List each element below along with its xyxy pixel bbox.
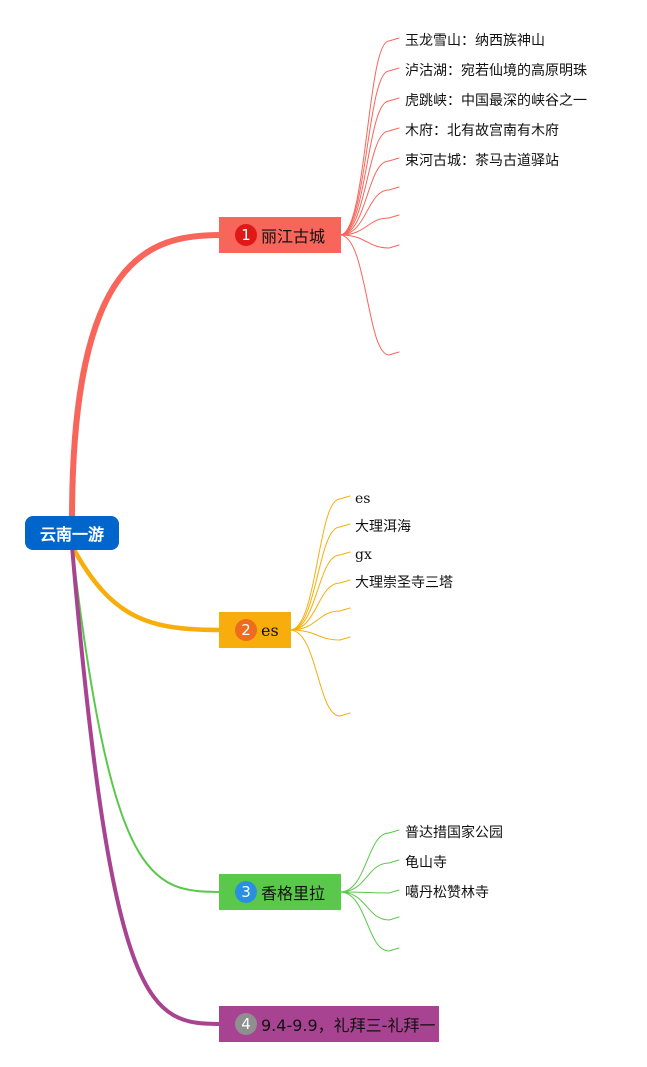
- leaf-connector: [339, 70, 390, 236]
- leaf-connector: [289, 629, 341, 641]
- branch-node-dates[interactable]: 4 9.4-9.9，礼拜三-礼拜一: [219, 1006, 439, 1042]
- leaf-connector: [339, 189, 390, 236]
- branch-node-lijiang[interactable]: 1 丽江古城: [219, 217, 341, 253]
- number-badge-icon: 3: [235, 881, 257, 903]
- leaf-connector: [289, 610, 341, 631]
- root-label: 云南一游: [39, 525, 104, 544]
- leaf-connector: [339, 495, 351, 500]
- leaf-connector: [339, 234, 390, 249]
- leaf-connector: [339, 579, 351, 584]
- leaf-connector: [339, 832, 390, 893]
- branch-label: 香格里拉: [261, 884, 326, 903]
- leaf-connector: [339, 636, 351, 641]
- leaf-connector: [388, 214, 400, 219]
- leaf-connector: [388, 829, 400, 834]
- leaf-connector: [339, 712, 351, 717]
- leaf-connector: [388, 244, 400, 249]
- leaf-connector: [388, 186, 400, 191]
- root-node[interactable]: 云南一游: [25, 516, 119, 550]
- leaf-topic[interactable]: 泸沽湖：宛若仙境的高原明珠: [405, 63, 587, 79]
- branch-label: 9.4-9.9，礼拜三-礼拜一: [261, 1016, 436, 1035]
- leaf-connector: [388, 859, 400, 864]
- leaf-topic[interactable]: 大理洱海: [355, 519, 411, 535]
- leaf-topic[interactable]: 玉龙雪山：纳西族神山: [405, 33, 545, 49]
- leaf-connector: [388, 127, 400, 132]
- leaf-topic[interactable]: 木府：北有故宫南有木府: [405, 123, 559, 139]
- leaf-connector: [289, 554, 341, 631]
- branch-connector: [69, 543, 224, 633]
- leaf-connector: [339, 551, 351, 556]
- leaf-connector: [388, 947, 400, 952]
- leaf-topic[interactable]: gx: [355, 547, 372, 563]
- leaf-connector: [339, 100, 390, 236]
- leaf-connector: [339, 891, 390, 921]
- leaf-connector: [339, 891, 390, 952]
- branch-node-shangrila[interactable]: 3 香格里拉: [219, 874, 341, 910]
- leaf-connector: [388, 889, 400, 894]
- leaf-connector: [388, 37, 400, 42]
- leaf-connector: [339, 862, 390, 893]
- branch-label: 丽江古城: [261, 227, 326, 246]
- leaf-connector: [339, 523, 351, 528]
- leaf-topic[interactable]: 龟山寺: [405, 855, 447, 871]
- branch-connector: [69, 232, 224, 523]
- number-badge-icon: 4: [235, 1013, 257, 1035]
- leaf-connector: [339, 607, 351, 612]
- leaf-connector: [388, 351, 400, 356]
- leaf-connector: [388, 916, 400, 921]
- leaf-connector: [339, 40, 390, 236]
- branch-label: es: [261, 620, 279, 640]
- leaf-connector: [289, 526, 341, 631]
- number-badge-icon: 1: [235, 224, 257, 246]
- leaf-connector: [289, 498, 341, 631]
- leaf-connector: [289, 582, 341, 631]
- leaf-connector: [388, 157, 400, 162]
- leaf-connector: [339, 217, 390, 236]
- leaf-connector: [339, 130, 390, 236]
- leaf-connector: [289, 629, 341, 717]
- leaf-topic[interactable]: es: [355, 491, 371, 507]
- leaf-connector: [388, 67, 400, 72]
- leaf-topic[interactable]: 束河古城：茶马古道驿站: [405, 153, 559, 169]
- leaf-connector: [339, 160, 390, 236]
- leaf-topic[interactable]: 虎跳峡：中国最深的峡谷之一: [405, 93, 587, 109]
- leaf-topic[interactable]: 噶丹松赞林寺: [405, 885, 489, 901]
- branch-node-es[interactable]: 2 es: [219, 612, 291, 648]
- number-badge-icon: 2: [235, 619, 257, 641]
- branch-connector: [71, 545, 222, 893]
- leaf-connector: [388, 97, 400, 102]
- leaf-topic[interactable]: 普达措国家公园: [405, 825, 503, 841]
- leaf-topic[interactable]: 大理崇圣寺三塔: [355, 575, 453, 591]
- leaf-connector: [339, 234, 390, 356]
- branch-connector: [70, 544, 223, 1026]
